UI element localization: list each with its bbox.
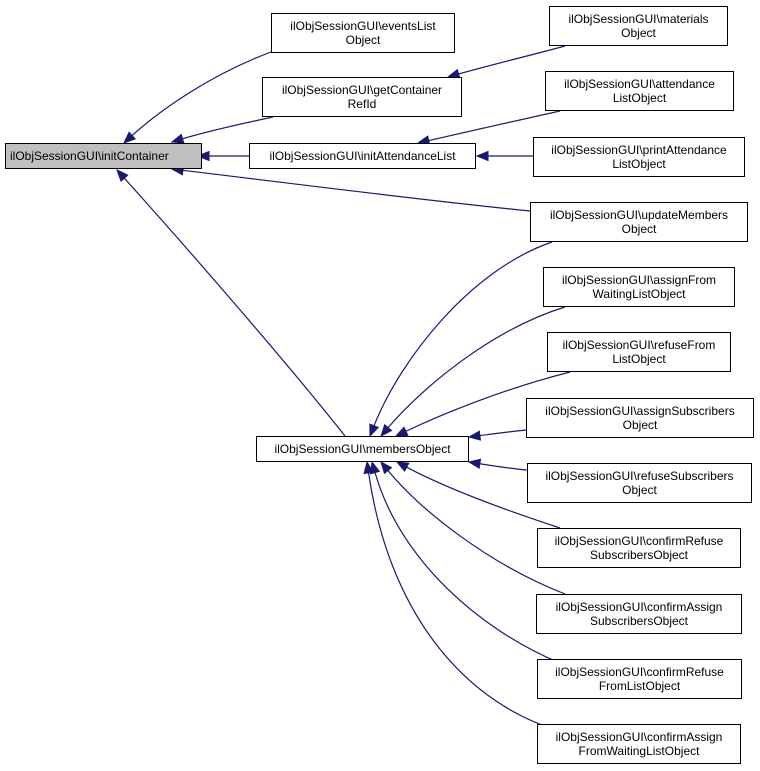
arrowhead-confirm_refuse_from_list_object-to-members_object: [370, 460, 381, 475]
node-get-container-ref-id[interactable]: ilObjSessionGUI\getContainer RefId: [262, 77, 462, 117]
edge-refuse_from_list_object-to-members_object: [405, 371, 571, 432]
edge-assign_from_waiting_list_object-to-members_object: [387, 306, 566, 428]
edge-events_list_object-to-init_container: [131, 51, 272, 137]
edge-confirm_refuse_from_list_object-to-members_object: [374, 472, 561, 664]
edge-confirm_assign_from_waiting_list_object-to-members_object: [367, 472, 561, 732]
node-confirm-refuse-from-list-object[interactable]: ilObjSessionGUI\confirmRefuse FromListOb…: [537, 659, 742, 699]
node-attendance-list-object[interactable]: ilObjSessionGUI\attendance ListObject: [545, 71, 734, 111]
arrowhead-members_object-to-init_container: [116, 169, 129, 183]
arrowhead-confirm_assign_from_waiting_list_object-to-members_object: [363, 460, 374, 475]
edge-materials_object-to-get_container_ref_id: [458, 45, 566, 75]
node-print-attendance-list-object[interactable]: ilObjSessionGUI\printAttendance ListObje…: [533, 137, 745, 177]
arrowhead-init_attendance_list-to-init_container: [196, 150, 210, 162]
arrowhead-refuse_subscribers_object-to-members_object: [467, 458, 482, 470]
node-init-container[interactable]: ilObjSessionGUI\initContainer: [5, 143, 202, 169]
edge-confirm_assign_subscribers_object-to-members_object: [387, 470, 566, 595]
node-members-object[interactable]: ilObjSessionGUI\membersObject: [256, 436, 469, 462]
arrowhead-refuse_from_list_object-to-members_object: [394, 426, 409, 437]
edge-members_object-to-init_container: [123, 177, 346, 437]
node-confirm-assign-subscribers-object[interactable]: ilObjSessionGUI\confirmAssign Subscriber…: [536, 594, 742, 634]
edge-refuse_subscribers_object-to-members_object: [479, 463, 528, 471]
node-init-attendance-list[interactable]: ilObjSessionGUI\initAttendanceList: [249, 143, 476, 169]
edge-confirm_refuse_subscribers_object-to-members_object: [406, 466, 561, 529]
node-confirm-assign-from-waiting-list-object[interactable]: ilObjSessionGUI\confirmAssign FromWaitin…: [537, 724, 741, 764]
arrowhead-confirm_assign_subscribers_object-to-members_object: [380, 460, 393, 475]
node-events-list-object[interactable]: ilObjSessionGUI\eventsList Object: [271, 13, 455, 53]
arrowhead-confirm_refuse_subscribers_object-to-members_object: [395, 461, 410, 473]
node-confirm-refuse-subscribers-object[interactable]: ilObjSessionGUI\confirmRefuse Subscriber…: [537, 528, 741, 568]
edge-update_members_object-to-init_container: [182, 169, 531, 212]
arrowhead-assign_from_waiting_list_object-to-members_object: [380, 423, 393, 438]
arrowhead-assign_subscribers_object-to-members_object: [467, 430, 482, 441]
edge-attendance_list_object-to-init_attendance_list: [428, 110, 561, 142]
node-assign-subscribers-object[interactable]: ilObjSessionGUI\assignSubscribers Object: [526, 398, 754, 438]
edge-get_container_ref_id-to-init_container: [182, 116, 274, 140]
arrowhead-get_container_ref_id-to-init_container: [170, 133, 185, 144]
node-update-members-object[interactable]: ilObjSessionGUI\updateMembers Object: [530, 202, 748, 242]
edge-assign_subscribers_object-to-members_object: [479, 429, 527, 437]
arrowhead-events_list_object-to-init_container: [123, 131, 137, 144]
node-refuse-subscribers-object[interactable]: ilObjSessionGUI\refuseSubscribers Object: [527, 463, 752, 503]
arrowhead-update_members_object-to-members_object: [369, 423, 380, 438]
arrowhead-print_attendance_list_object-to-init_attendance_list: [475, 150, 489, 162]
edge-update_members_object-to-members_object: [373, 241, 553, 426]
node-refuse-from-list-object[interactable]: ilObjSessionGUI\refuseFrom ListObject: [547, 332, 731, 372]
node-assign-from-waiting-list-object[interactable]: ilObjSessionGUI\assignFrom WaitingListOb…: [543, 267, 735, 307]
node-materials-object[interactable]: ilObjSessionGUI\materials Object: [549, 6, 728, 46]
